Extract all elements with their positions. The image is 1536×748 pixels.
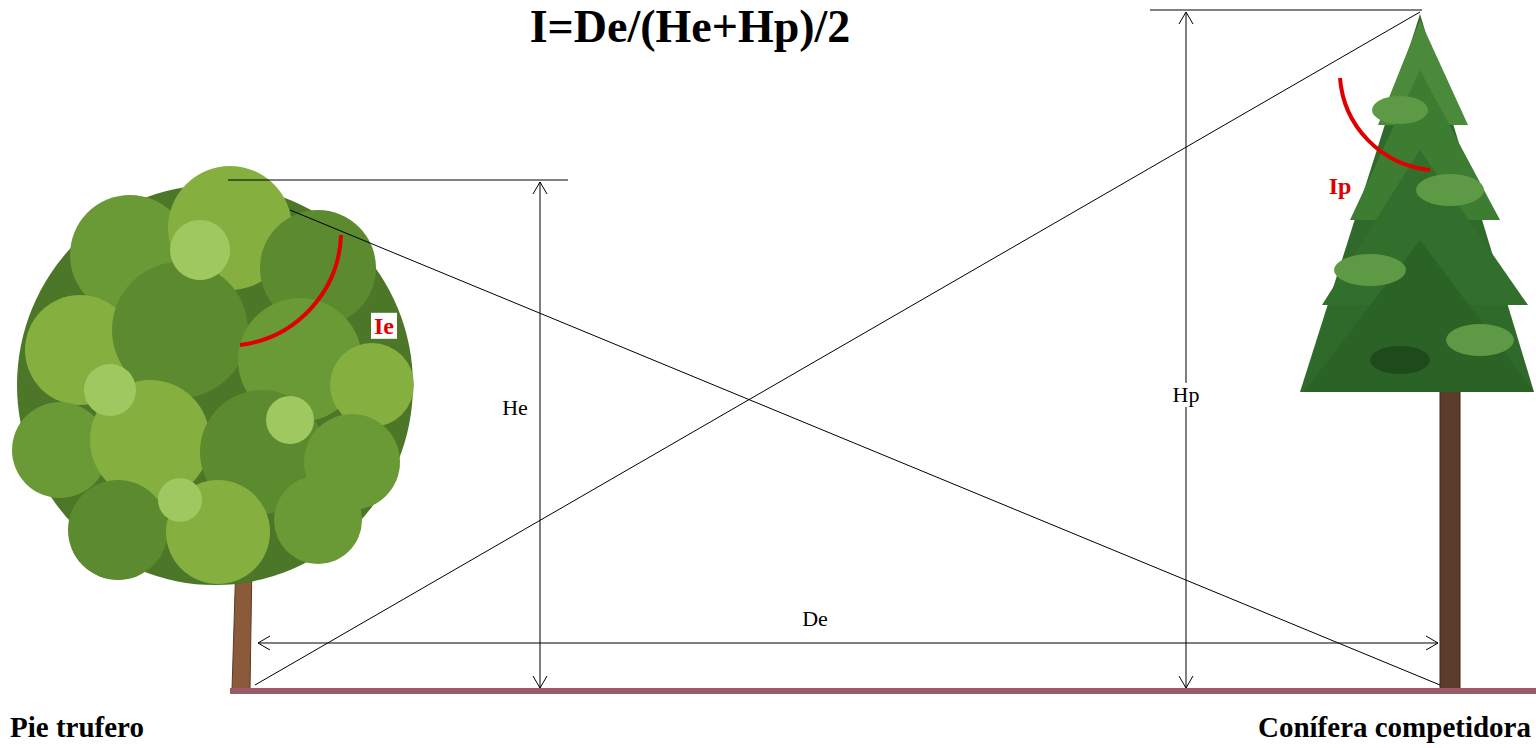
angle-arc <box>240 235 341 345</box>
dimension-label: De <box>799 607 831 631</box>
dimension-label: He <box>499 396 531 420</box>
angle-label: Ip <box>1326 173 1355 199</box>
construction-lines <box>228 10 1440 688</box>
tree-caption: Pie trufero <box>10 712 144 744</box>
truffle-tree <box>12 166 414 690</box>
tree-caption: Conífera competidora <box>1258 712 1531 744</box>
formula-title: I=De/(He+Hp)/2 <box>530 2 851 53</box>
angle-label: Ie <box>371 313 397 339</box>
ground-line <box>230 688 1536 694</box>
conifer-tree <box>1300 14 1534 690</box>
angle-arc <box>1340 78 1430 170</box>
dimension-label: Hp <box>1170 383 1203 407</box>
